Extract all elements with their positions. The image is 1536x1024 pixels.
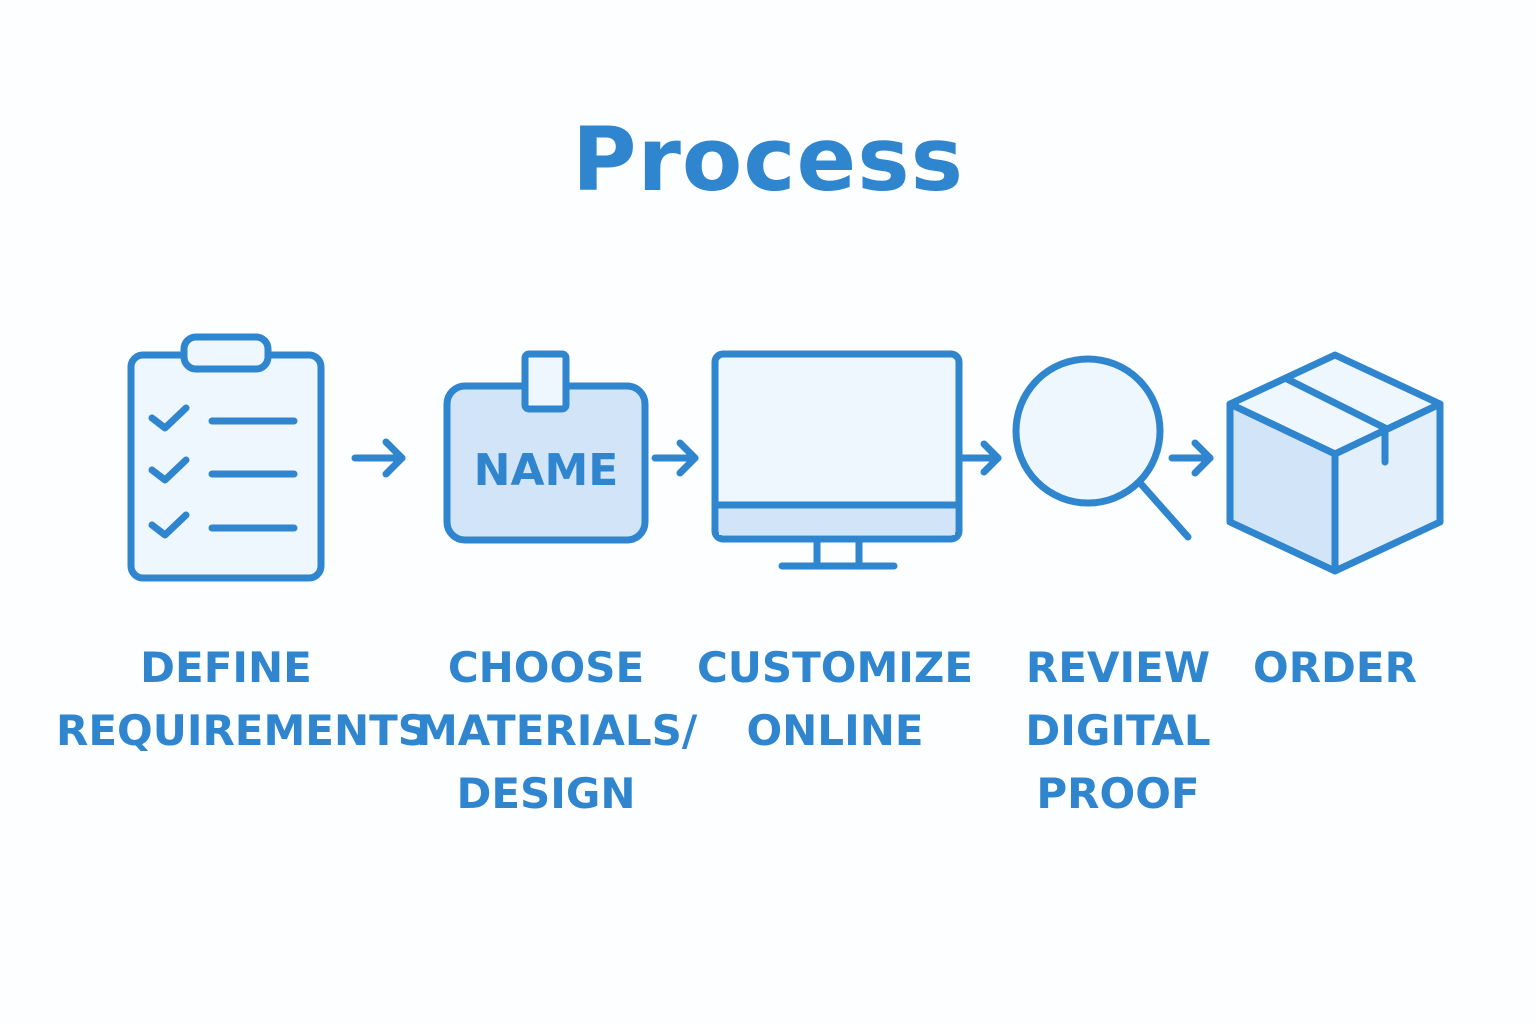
clipboard-checklist-icon — [127, 333, 325, 582]
step-label-choose-materials-design: CHOOSE MATERIALS/ DESIGN — [416, 643, 698, 818]
step-label-define-requirements: DEFINE REQUIREMENTS — [56, 643, 429, 755]
arrow-right-icon — [1168, 439, 1214, 477]
monitor-icon — [711, 350, 963, 570]
step-label-review-digital-proof: REVIEW DIGITAL PROOF — [1025, 643, 1211, 818]
name-badge-icon: NAME — [443, 350, 649, 544]
step-label-order: ORDER — [1253, 643, 1417, 692]
magnifier-icon — [1012, 355, 1192, 541]
arrow-right-icon — [651, 439, 699, 477]
arrow-right-icon — [351, 438, 406, 478]
badge-text: NAME — [474, 445, 619, 496]
diagram-title: Process — [572, 108, 964, 211]
arrow-right-icon — [958, 440, 1002, 476]
package-box-icon — [1226, 351, 1444, 575]
step-label-customize-online: CUSTOMIZE ONLINE — [696, 643, 974, 755]
